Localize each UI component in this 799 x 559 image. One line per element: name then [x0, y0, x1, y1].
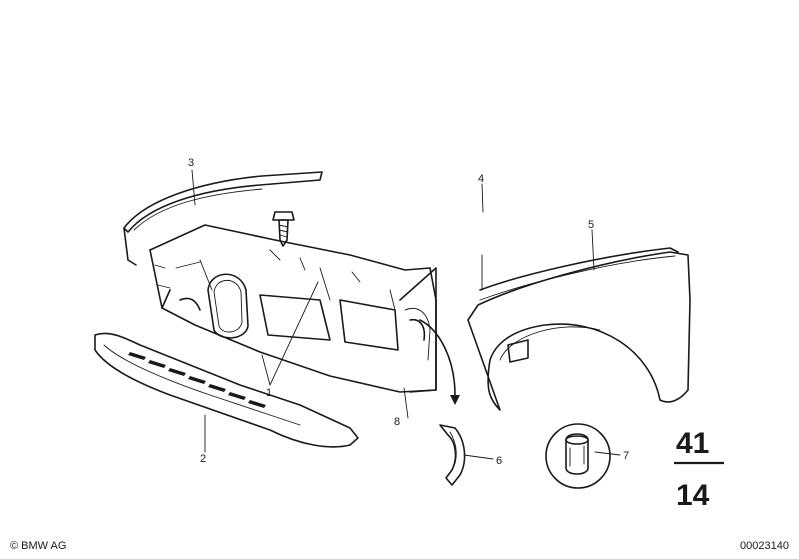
group-sub-number: 14 — [676, 479, 710, 512]
part-2-front-apron[interactable] — [94, 332, 359, 448]
group-number-block: 41 14 — [674, 427, 724, 512]
callout-4: 4 — [478, 173, 484, 185]
part-8-side-bracket[interactable] — [399, 267, 437, 393]
callout-8: 8 — [394, 416, 400, 428]
apron-slots — [128, 352, 266, 408]
part-3-trim-strip[interactable] — [123, 171, 323, 266]
callout-2: 2 — [200, 453, 206, 465]
copyright-label: © BMW AG — [10, 540, 67, 552]
part-7-detail-circle[interactable] — [545, 423, 611, 489]
callout-5: 5 — [588, 219, 594, 231]
document-id: 00023140 — [740, 540, 789, 552]
part-6-bracket[interactable] — [439, 424, 466, 486]
part-5-front-fender[interactable] — [467, 247, 691, 411]
callout-6: 6 — [496, 455, 502, 467]
group-main-number: 41 — [676, 427, 709, 460]
part-1-front-panel[interactable] — [149, 224, 437, 393]
callout-3: 3 — [188, 157, 194, 169]
callout-7: 7 — [623, 450, 629, 462]
part-4-screw[interactable] — [272, 211, 295, 247]
leader-lines — [191, 169, 621, 460]
callout-1: 1 — [266, 387, 272, 399]
